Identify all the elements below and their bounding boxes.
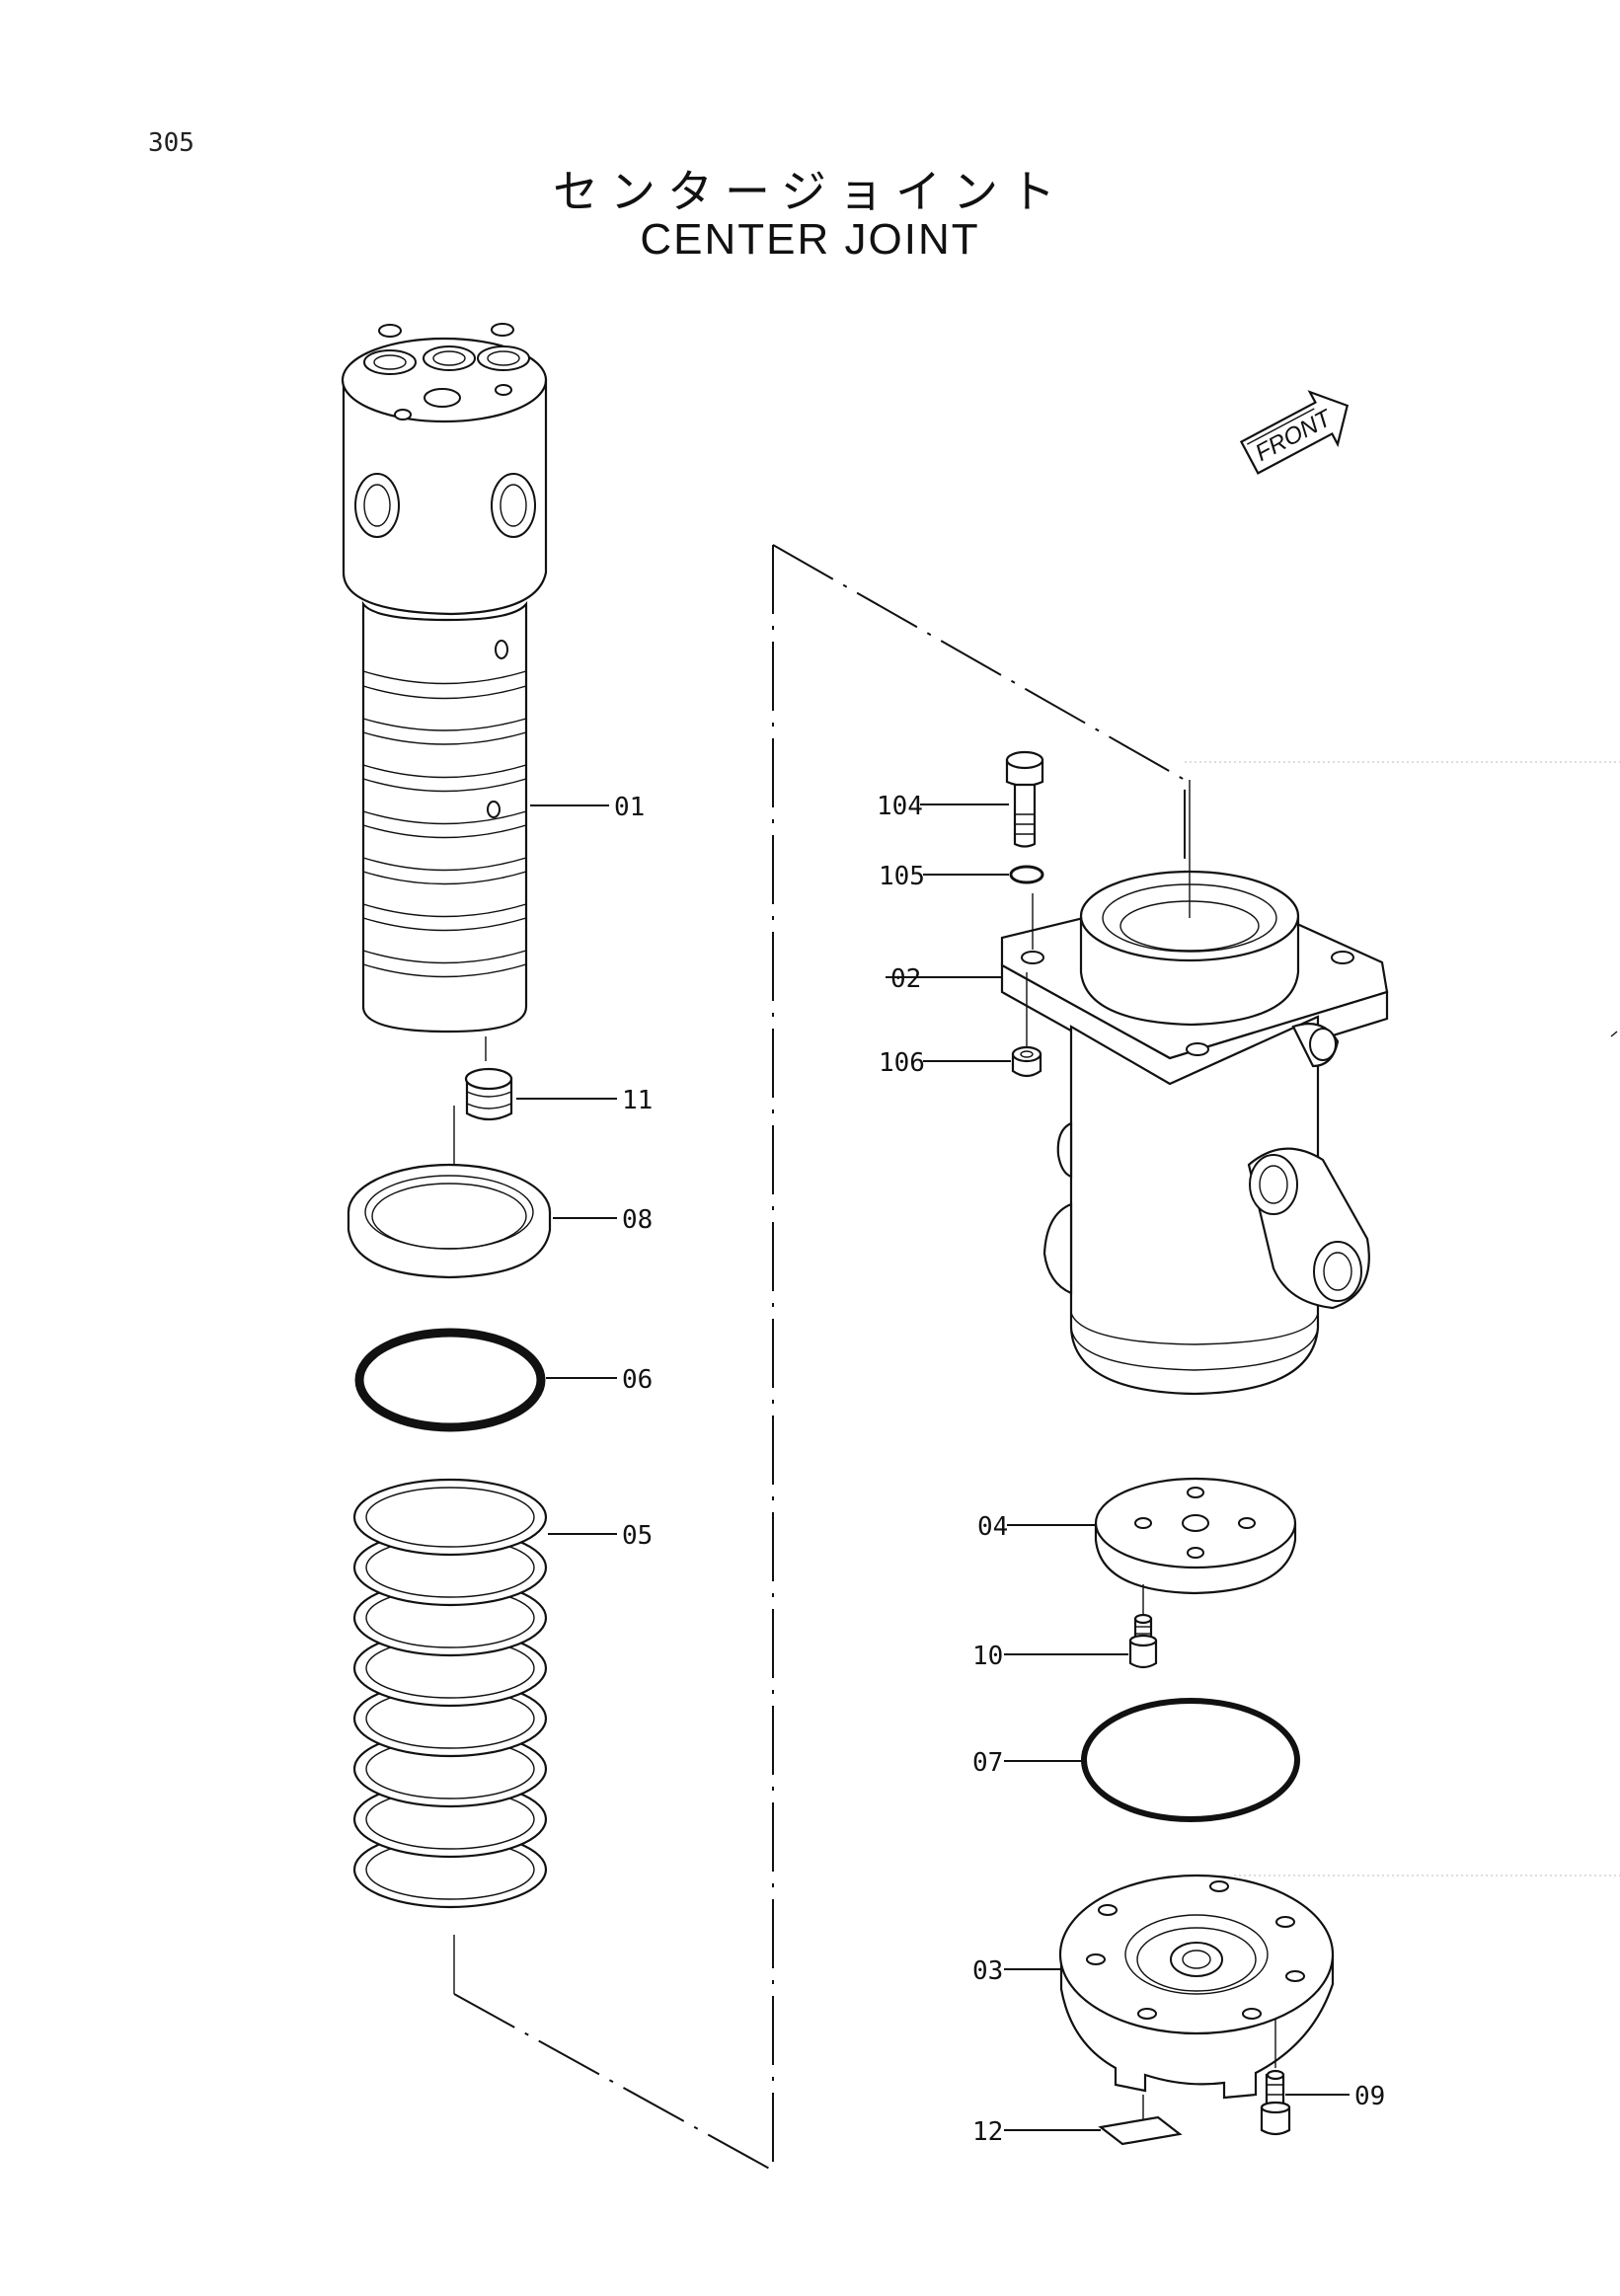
- label-02: 02: [890, 964, 921, 994]
- part-104-bolt: [1005, 750, 1044, 848]
- part-03-base-plate: [1058, 1874, 1335, 2100]
- label-105: 105: [879, 862, 925, 891]
- part-11-plug: [464, 1067, 513, 1121]
- page-title-english: CENTER JOINT: [640, 215, 980, 264]
- part-105-washer: [1009, 865, 1044, 884]
- label-04: 04: [977, 1512, 1008, 1542]
- part-09-screw: [1260, 2069, 1291, 2136]
- part-12-plate: [1098, 2115, 1183, 2146]
- page-number: 305: [148, 128, 194, 158]
- part-04-cover-plate: [1094, 1477, 1297, 1595]
- page-title-japanese: センタージョイント: [552, 165, 1068, 218]
- label-106: 106: [879, 1048, 925, 1078]
- label-01: 01: [614, 793, 645, 822]
- label-05: 05: [622, 1521, 653, 1551]
- label-07: 07: [972, 1748, 1003, 1778]
- part-05-seal-rings: [352, 1478, 548, 1909]
- part-07-o-ring: [1081, 1698, 1300, 1822]
- part-06-o-ring: [354, 1328, 546, 1432]
- label-06: 06: [622, 1365, 653, 1395]
- label-09: 09: [1354, 2082, 1385, 2111]
- label-08: 08: [622, 1205, 653, 1235]
- label-03: 03: [972, 1956, 1003, 1986]
- part-106-nut: [1011, 1045, 1042, 1078]
- label-10: 10: [972, 1642, 1003, 1671]
- part-01-spindle: [341, 323, 548, 1033]
- part-08-seal: [347, 1163, 552, 1279]
- label-12: 12: [972, 2117, 1003, 2147]
- part-02-housing: [1000, 870, 1389, 1396]
- front-arrow-icon: FRONT: [1239, 390, 1350, 475]
- label-104: 104: [877, 792, 923, 821]
- part-10-screw: [1128, 1613, 1158, 1669]
- label-11: 11: [622, 1086, 653, 1115]
